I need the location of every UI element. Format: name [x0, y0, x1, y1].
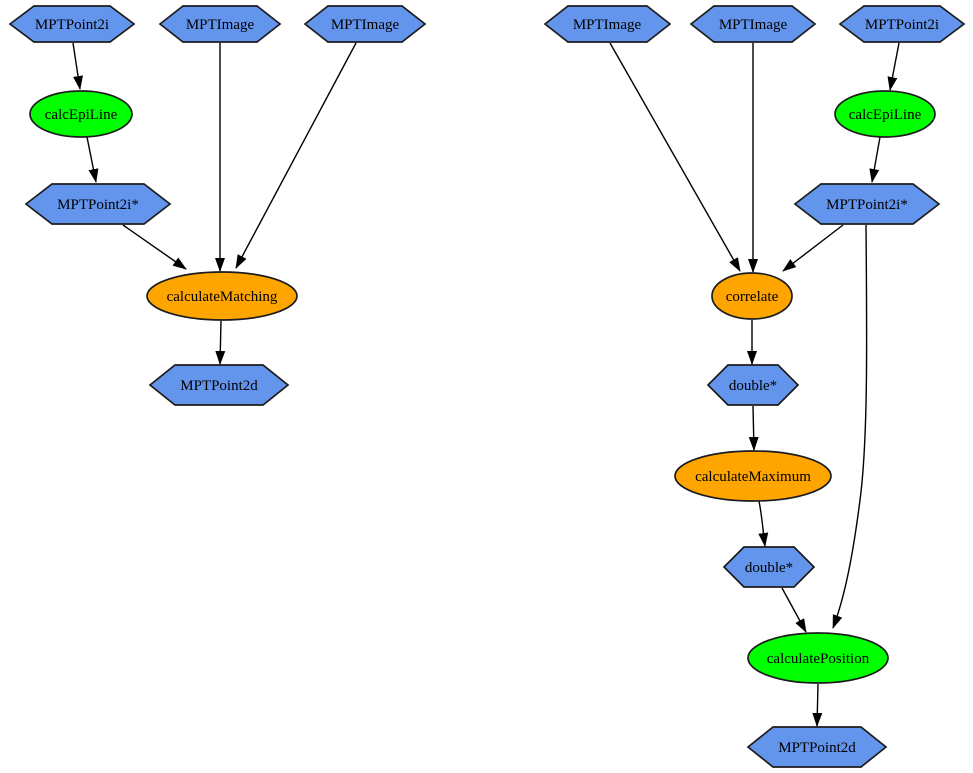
- ellipse-shape: [711, 272, 793, 320]
- hexagon-shape: [722, 546, 816, 588]
- left-node-calcepiline: calcEpiLine: [29, 90, 133, 138]
- right-graph: MPTImage MPTImage MPTPoint2i calcEpiLine…: [543, 5, 966, 768]
- left-node-mptpoint2i: MPTPoint2i: [8, 5, 136, 43]
- right-node-calcepiline: calcEpiLine: [834, 90, 936, 138]
- edge-rimage1-correlate: [609, 42, 741, 272]
- edge-rpoint2istar-correlate: [782, 224, 844, 272]
- edge-rpoint2istar-calculateposition: [832, 224, 868, 629]
- hexagon-shape: [838, 5, 966, 43]
- right-node-mptimage-1: MPTImage: [543, 5, 672, 43]
- hexagon-shape: [543, 5, 672, 43]
- edge-rdouble2-calculateposition: [781, 587, 807, 633]
- edge-rpoint2i-calcepiline: [887, 42, 900, 91]
- right-node-calculatemaximum: calculateMaximum: [674, 450, 832, 502]
- node-label: MPTPoint2i*: [57, 197, 139, 213]
- hexagon-shape: [148, 364, 290, 406]
- ellipse-shape: [747, 632, 889, 684]
- right-node-mptpoint2istar: MPTPoint2i*: [793, 183, 941, 225]
- edge-rcalculateposition-point2d: [812, 683, 823, 727]
- node-label: double*: [745, 560, 793, 576]
- node-label: MPTPoint2i: [865, 17, 939, 33]
- node-label: MPTPoint2d: [180, 378, 258, 394]
- node-label: calculateMatching: [167, 289, 278, 305]
- right-node-double-1: double*: [706, 364, 800, 406]
- left-node-mptimage-2: MPTImage: [303, 5, 427, 43]
- right-node-calculateposition: calculatePosition: [747, 632, 889, 684]
- node-label: MPTImage: [186, 17, 255, 33]
- edge-rdouble1-calculatemaximum: [748, 405, 759, 451]
- right-node-correlate: correlate: [711, 272, 793, 320]
- right-node-mptpoint2d: MPTPoint2d: [746, 726, 888, 768]
- node-label: calcEpiLine: [45, 107, 118, 123]
- edge-lcalculatematching-point2d: [215, 320, 226, 365]
- ellipse-shape: [674, 450, 832, 502]
- node-label: calcEpiLine: [849, 107, 922, 123]
- edge-lpoint2i-calcepiline: [72, 42, 83, 90]
- node-label: correlate: [726, 289, 779, 305]
- hexagon-shape: [746, 726, 888, 768]
- node-label: calculateMaximum: [695, 469, 811, 485]
- hexagon-shape: [793, 183, 941, 225]
- right-node-mptpoint2i: MPTPoint2i: [838, 5, 966, 43]
- left-node-mptpoint2istar: MPTPoint2i*: [24, 183, 172, 225]
- hexagon-shape: [158, 5, 282, 43]
- edge-lcalcepiline-point2istar: [86, 136, 99, 183]
- hexagon-shape: [706, 364, 800, 406]
- ellipse-shape: [834, 90, 936, 138]
- node-label: calculatePosition: [767, 651, 870, 667]
- ellipse-shape: [146, 271, 298, 321]
- node-label: MPTImage: [719, 17, 788, 33]
- left-graph: MPTPoint2i MPTImage MPTImage calcEpiLine…: [8, 5, 427, 406]
- edge-limage2-calculatematching: [235, 42, 357, 269]
- node-label: double*: [729, 378, 777, 394]
- node-label: MPTPoint2d: [778, 740, 856, 756]
- left-node-mptpoint2d: MPTPoint2d: [148, 364, 290, 406]
- ellipse-shape: [29, 90, 133, 138]
- edge-rcalcepiline-point2istar: [869, 136, 881, 183]
- hexagon-shape: [24, 183, 172, 225]
- hexagon-shape: [8, 5, 136, 43]
- right-node-double-2: double*: [722, 546, 816, 588]
- edge-rcalculatemaximum-double2: [758, 500, 769, 547]
- right-node-mptimage-2: MPTImage: [689, 5, 817, 43]
- node-label: MPTImage: [331, 17, 400, 33]
- edge-lpoint2istar-calculatematching: [122, 224, 187, 270]
- hexagon-shape: [689, 5, 817, 43]
- hexagon-shape: [303, 5, 427, 43]
- node-label: MPTImage: [573, 17, 642, 33]
- node-label: MPTPoint2i: [35, 17, 109, 33]
- left-node-calculatematching: calculateMatching: [146, 271, 298, 321]
- left-node-mptimage-1: MPTImage: [158, 5, 282, 43]
- node-label: MPTPoint2i*: [826, 197, 908, 213]
